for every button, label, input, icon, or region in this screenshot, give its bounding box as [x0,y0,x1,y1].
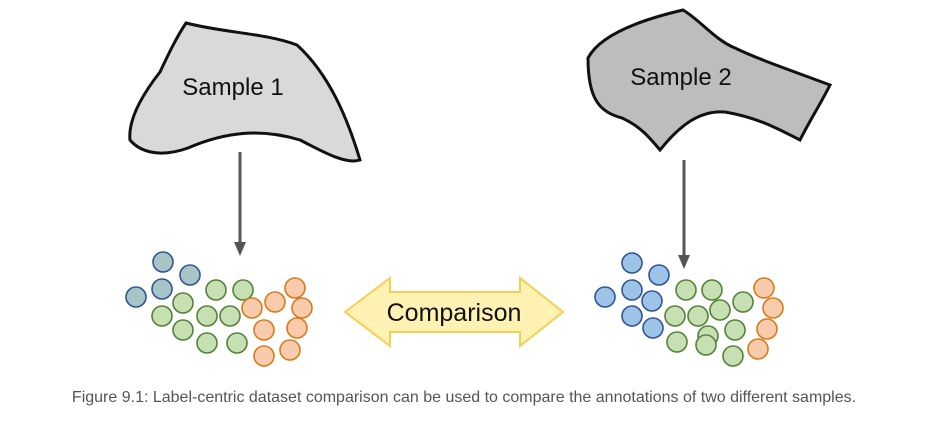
green-circle [172,292,194,314]
orange-circle [753,277,775,299]
green-circle [205,279,227,301]
green-circle [709,299,731,321]
teal-circle [125,286,147,308]
orange-circle [284,277,306,299]
green-circle [701,279,723,301]
comparison-label: Comparison [387,299,522,327]
green-circle [196,332,218,354]
sample-1: Sample 1 [128,21,362,163]
green-circle [724,319,746,341]
orange-circle [279,339,301,361]
orange-circle [747,338,769,360]
green-circle [226,332,248,354]
blue-circle [621,252,643,274]
sample-2-shape [586,8,833,153]
sample-1-shape [128,21,362,163]
comparison-arrow-shape [343,275,565,349]
green-circle [219,305,241,327]
green-circle [722,345,744,367]
comparison-arrow: Comparison [343,275,565,349]
green-circle [172,319,194,341]
sample-1-cluster [125,251,313,367]
green-circle [675,279,697,301]
orange-circle [264,291,286,313]
sample-2-arrow [678,160,690,269]
sample-2: Sample 2 [586,8,833,153]
sample-1-label: Sample 1 [182,74,283,101]
orange-circle [291,297,313,319]
green-circle [151,305,173,327]
blue-circle [621,279,643,301]
green-circle [732,291,754,313]
figure-caption: Figure 9.1: Label-centric dataset compar… [71,389,857,406]
teal-circle [179,264,201,286]
orange-circle [241,297,263,319]
orange-circle [762,297,784,319]
teal-circle [151,278,173,300]
orange-circle [286,317,308,339]
blue-circle [621,305,643,327]
green-circle [666,331,688,353]
green-circle [664,305,686,327]
orange-circle [253,319,275,341]
sample-2-label: Sample 2 [630,64,731,91]
blue-circle [648,264,670,286]
blue-circle [642,317,664,339]
green-circle [196,305,218,327]
teal-circle [152,251,174,273]
sample-2-cluster [594,252,784,367]
sample-1-arrow [234,152,246,256]
green-circle [232,279,254,301]
green-circle [687,305,709,327]
blue-circle [641,290,663,312]
orange-circle [253,345,275,367]
blue-circle [594,286,616,308]
green-circle [695,334,717,356]
orange-circle [756,318,778,340]
